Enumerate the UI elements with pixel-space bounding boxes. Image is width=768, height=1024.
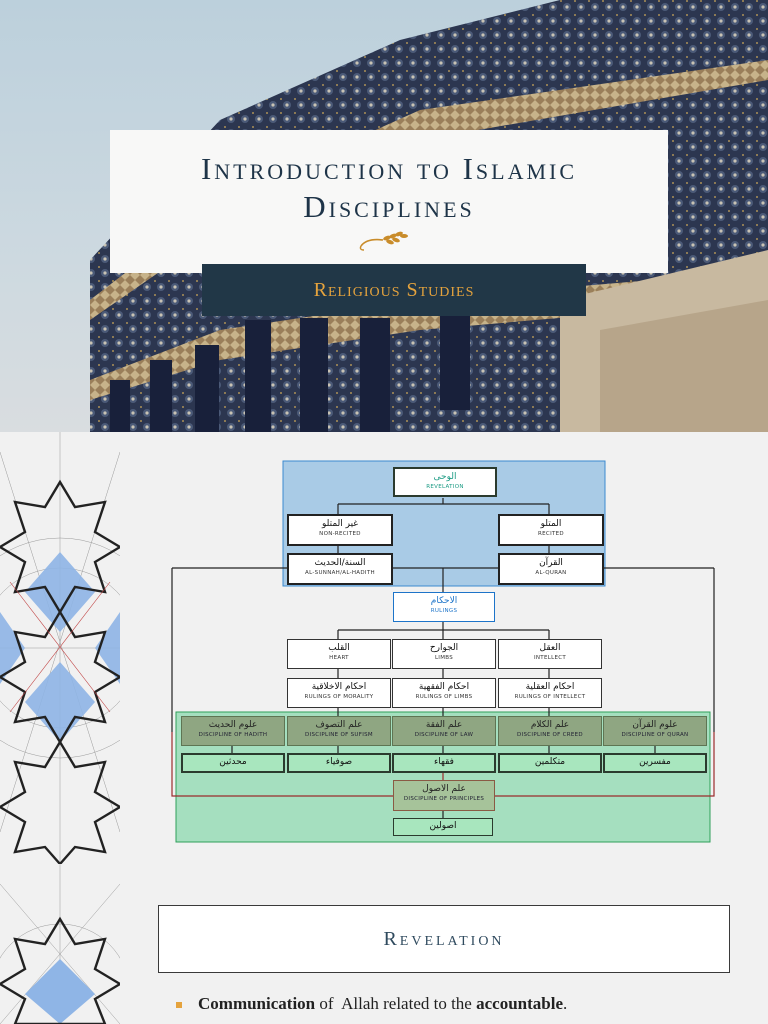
scholars-quran-box: مفسرين — [603, 753, 707, 773]
non-recited-box: غير المتلو NON-RECITED — [287, 514, 393, 546]
scholars-hadith-box: محدثين — [181, 753, 285, 773]
scholars-creed: متكلمين — [534, 757, 566, 767]
geometric-star-pattern — [0, 432, 120, 864]
subtitle-bar: Religious Studies — [202, 264, 586, 316]
scholars-sufism: صوفياء — [325, 757, 353, 767]
non-recited-en: NON-RECITED — [319, 531, 361, 537]
revelation-heading-box: Revelation — [158, 905, 730, 973]
revelation-heading: Revelation — [383, 928, 505, 950]
title-box: Introduction to Islamic Disciplines — [110, 130, 668, 273]
rulings-limbs-ar: احكام الفقهية — [418, 682, 470, 692]
limbs-ar: الجوارح — [429, 643, 459, 653]
bullet-item: Communication of Allah related to the ac… — [176, 994, 567, 1014]
rulings-intellect-en: RULINGS OF INTELLECT — [514, 694, 586, 700]
discipline-sufism-box: علم التصوف DISCIPLINE OF SUFISM — [287, 716, 391, 746]
discipline-hadith-ar: علوم الحديث — [208, 720, 258, 730]
bullet-icon — [176, 1002, 182, 1009]
geometric-star-pattern — [0, 864, 120, 1024]
discipline-law-box: علم الفقة DISCIPLINE OF LAW — [392, 716, 496, 746]
recited-box: المتلو RECITED — [498, 514, 604, 546]
disciplines-diagram-slide: الوحى REVELATION غير المتلو NON-RECITED … — [0, 432, 768, 864]
rulings-morality-en: RULINGS OF MORALITY — [304, 694, 374, 700]
rulings-intellect-box: احكام العقلية RULINGS OF INTELLECT — [498, 678, 602, 708]
discipline-creed-box: علم الكلام DISCIPLINE OF CREED — [498, 716, 602, 746]
scholars-hadith: محدثين — [219, 757, 247, 767]
discipline-sufism-ar: علم التصوف — [315, 720, 363, 730]
sunnah-en: AL-SUNNAH/AL-HADITH — [305, 570, 375, 576]
revelation-en: REVELATION — [426, 484, 464, 490]
intellect-ar: العقل — [539, 643, 561, 653]
principles-scholars-box: اصولين — [393, 818, 493, 836]
discipline-quran-ar: علوم القرآن — [632, 720, 678, 730]
bullet-bold-accountable: accountable — [476, 994, 563, 1013]
rulings-box: الاحكام RULINGS — [393, 592, 495, 622]
principles-ar: علم الاصول — [422, 784, 466, 794]
scholars-creed-box: متكلمين — [498, 753, 602, 773]
quran-en: AL-QURAN — [535, 570, 567, 576]
sunnah-box: السنة/الحديث AL-SUNNAH/AL-HADITH — [287, 553, 393, 585]
scholars-law: فقهاء — [434, 757, 454, 767]
quran-ar: القرآن — [539, 558, 563, 568]
bullet-text-1: of Allah related to the — [315, 994, 477, 1013]
rulings-en: RULINGS — [430, 608, 458, 614]
principles-scholars: اصولين — [429, 821, 457, 831]
revelation-ar: الوحى — [433, 472, 457, 482]
non-recited-ar: غير المتلو — [321, 519, 359, 529]
discipline-hadith-box: علوم الحديث DISCIPLINE OF HADITH — [181, 716, 285, 746]
discipline-law-ar: علم الفقة — [425, 720, 463, 730]
quran-box: القرآن AL-QURAN — [498, 553, 604, 585]
rulings-limbs-box: احكام الفقهية RULINGS OF LIMBS — [392, 678, 496, 708]
discipline-creed-en: DISCIPLINE OF CREED — [517, 732, 583, 738]
revelation-slide: Revelation Communication of Allah relate… — [0, 864, 768, 1024]
principles-box: علم الاصول DISCIPLINE OF PRINCIPLES — [393, 780, 495, 811]
sunnah-ar: السنة/الحديث — [314, 558, 366, 568]
rulings-morality-box: احكام الاخلاقية RULINGS OF MORALITY — [287, 678, 391, 708]
title-slide: Introduction to Islamic Disciplines Reli… — [0, 0, 768, 432]
principles-en: DISCIPLINE OF PRINCIPLES — [403, 796, 485, 802]
rulings-ar: الاحكام — [430, 596, 458, 606]
scholars-law-box: فقهاء — [392, 753, 496, 773]
discipline-sufism-en: DISCIPLINE OF SUFISM — [305, 732, 373, 738]
heart-box: القلب HEART — [287, 639, 391, 669]
rulings-intellect-ar: احكام العقلية — [525, 682, 575, 692]
intellect-en: INTELLECT — [533, 655, 567, 661]
recited-ar: المتلو — [540, 519, 562, 529]
scholars-quran: مفسرين — [639, 757, 671, 767]
recited-en: RECITED — [538, 531, 564, 537]
bullet-bold-communication: Communication — [198, 994, 316, 1013]
revelation-box: الوحى REVELATION — [393, 467, 497, 497]
rulings-morality-ar: احكام الاخلاقية — [311, 682, 367, 692]
limbs-en: LIMBS — [434, 655, 454, 661]
discipline-creed-ar: علم الكلام — [530, 720, 570, 730]
heart-en: HEART — [329, 655, 349, 661]
discipline-hadith-en: DISCIPLINE OF HADITH — [198, 732, 268, 738]
wheat-sprig-icon — [359, 231, 408, 251]
intellect-box: العقل INTELLECT — [498, 639, 602, 669]
heart-ar: القلب — [328, 643, 350, 653]
presentation-title: Introduction to Islamic Disciplines — [200, 151, 578, 224]
discipline-quran-en: DISCIPLINE OF QURAN — [621, 732, 689, 738]
rulings-limbs-en: RULINGS OF LIMBS — [415, 694, 473, 700]
discipline-quran-box: علوم القرآن DISCIPLINE OF QURAN — [603, 716, 707, 746]
limbs-box: الجوارح LIMBS — [392, 639, 496, 669]
scholars-sufism-box: صوفياء — [287, 753, 391, 773]
discipline-law-en: DISCIPLINE OF LAW — [414, 732, 474, 738]
bullet-text-2: . — [563, 994, 568, 1013]
